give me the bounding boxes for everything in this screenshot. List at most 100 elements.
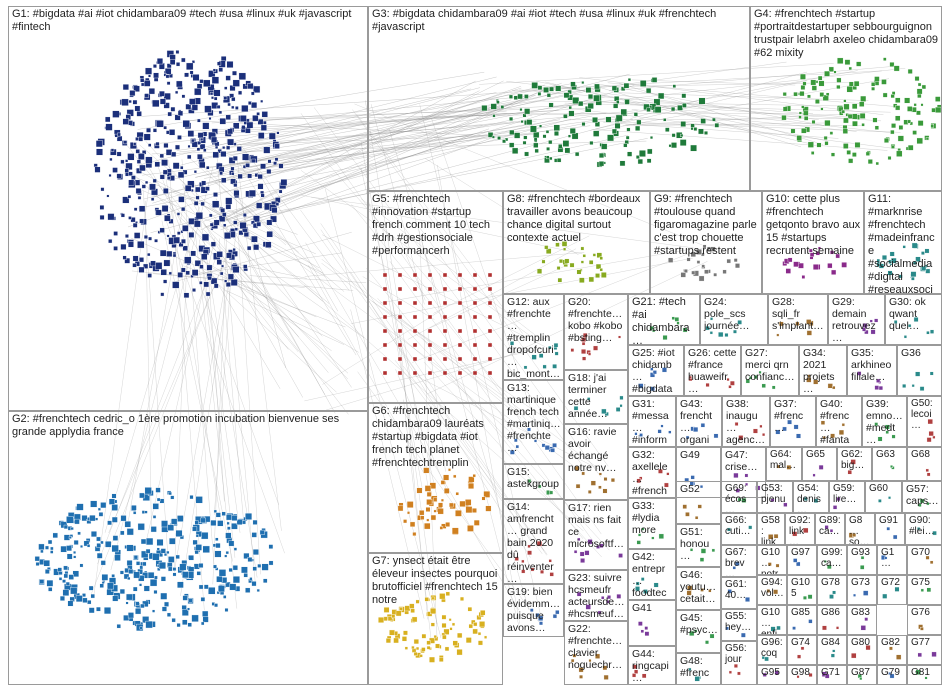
node	[856, 61, 862, 67]
node	[537, 85, 543, 91]
node	[635, 125, 641, 131]
node	[638, 383, 644, 389]
node	[151, 609, 156, 613]
node	[861, 123, 865, 127]
node	[535, 613, 540, 618]
node	[168, 129, 176, 136]
group-cell-g1: G1: #bigdata #ai #iot chidambara09 #tech…	[8, 6, 368, 411]
node	[745, 482, 749, 486]
node	[610, 478, 615, 483]
node	[108, 173, 112, 177]
node	[391, 614, 396, 619]
node	[523, 135, 528, 140]
edge	[479, 63, 834, 85]
group-cell-g11: G11: #marknrise #frenchtech #madeinfranc…	[864, 191, 942, 294]
node	[213, 89, 221, 97]
group-cell-g14: G14: amfrencht… grand bain 2020 dû réinv…	[503, 499, 564, 584]
node	[623, 143, 628, 148]
node	[216, 61, 222, 66]
node	[232, 155, 238, 161]
node	[212, 200, 220, 208]
group-label: G67: brev…	[725, 547, 750, 577]
node	[145, 67, 153, 75]
node	[274, 143, 280, 149]
node	[582, 254, 586, 258]
node	[107, 520, 112, 526]
node	[926, 437, 932, 443]
node	[670, 106, 676, 112]
node	[268, 132, 276, 140]
edge	[536, 81, 828, 142]
group-label: G61: 40…	[725, 579, 750, 601]
group-cell-g65: G65	[802, 447, 837, 481]
node	[123, 573, 130, 580]
group-label: G65	[806, 449, 825, 460]
node	[442, 370, 448, 376]
node	[443, 474, 450, 481]
node	[73, 550, 77, 554]
node	[713, 272, 718, 277]
node	[690, 127, 694, 131]
node	[65, 581, 70, 586]
node	[878, 263, 884, 269]
node	[767, 562, 772, 567]
node	[163, 102, 170, 109]
node	[601, 596, 605, 600]
node	[884, 424, 890, 430]
node	[618, 335, 622, 339]
node	[397, 328, 403, 334]
node	[704, 269, 709, 275]
group-cell-g77: G77	[907, 635, 942, 665]
node	[891, 145, 895, 149]
node	[787, 257, 793, 263]
node	[619, 404, 623, 408]
node	[808, 619, 813, 624]
node	[927, 418, 933, 425]
node	[66, 516, 74, 524]
node	[497, 136, 501, 140]
node	[543, 87, 549, 93]
node	[785, 268, 791, 274]
node	[167, 566, 173, 572]
node	[926, 472, 931, 477]
node	[172, 572, 177, 577]
node	[929, 371, 934, 376]
group-label: G83	[851, 607, 870, 618]
node	[895, 97, 901, 103]
node	[549, 156, 553, 161]
node	[99, 205, 105, 210]
node	[245, 163, 250, 168]
node	[426, 491, 432, 497]
edge	[127, 208, 183, 526]
node	[663, 118, 667, 122]
node	[137, 153, 145, 160]
node	[215, 542, 221, 549]
node	[399, 607, 403, 611]
node	[639, 80, 647, 87]
group-cell-g26: G26: cette #france huaweifr…	[684, 345, 741, 396]
group-label: G10… enfi…	[761, 607, 780, 635]
node	[173, 236, 180, 244]
node	[223, 96, 228, 101]
group-cell-g37: G37: #frenc…	[770, 396, 816, 447]
node	[601, 143, 608, 150]
edge	[351, 204, 527, 421]
node	[811, 119, 816, 124]
group-label: G54: denis…	[797, 483, 822, 513]
node	[534, 148, 539, 154]
node	[881, 254, 888, 261]
node	[227, 273, 234, 280]
group-label: G27: merci qrn confianc…	[745, 347, 795, 383]
edge	[235, 193, 261, 575]
node	[793, 91, 798, 97]
node	[231, 97, 236, 102]
node	[793, 424, 799, 430]
node	[132, 586, 138, 592]
node	[162, 169, 168, 175]
node	[100, 560, 106, 566]
group-cell-g48: G48: #frenc… #frenc…	[676, 653, 721, 685]
node	[208, 117, 212, 121]
node	[397, 314, 403, 320]
node	[382, 300, 388, 306]
group-label: G92: link…	[789, 515, 814, 545]
